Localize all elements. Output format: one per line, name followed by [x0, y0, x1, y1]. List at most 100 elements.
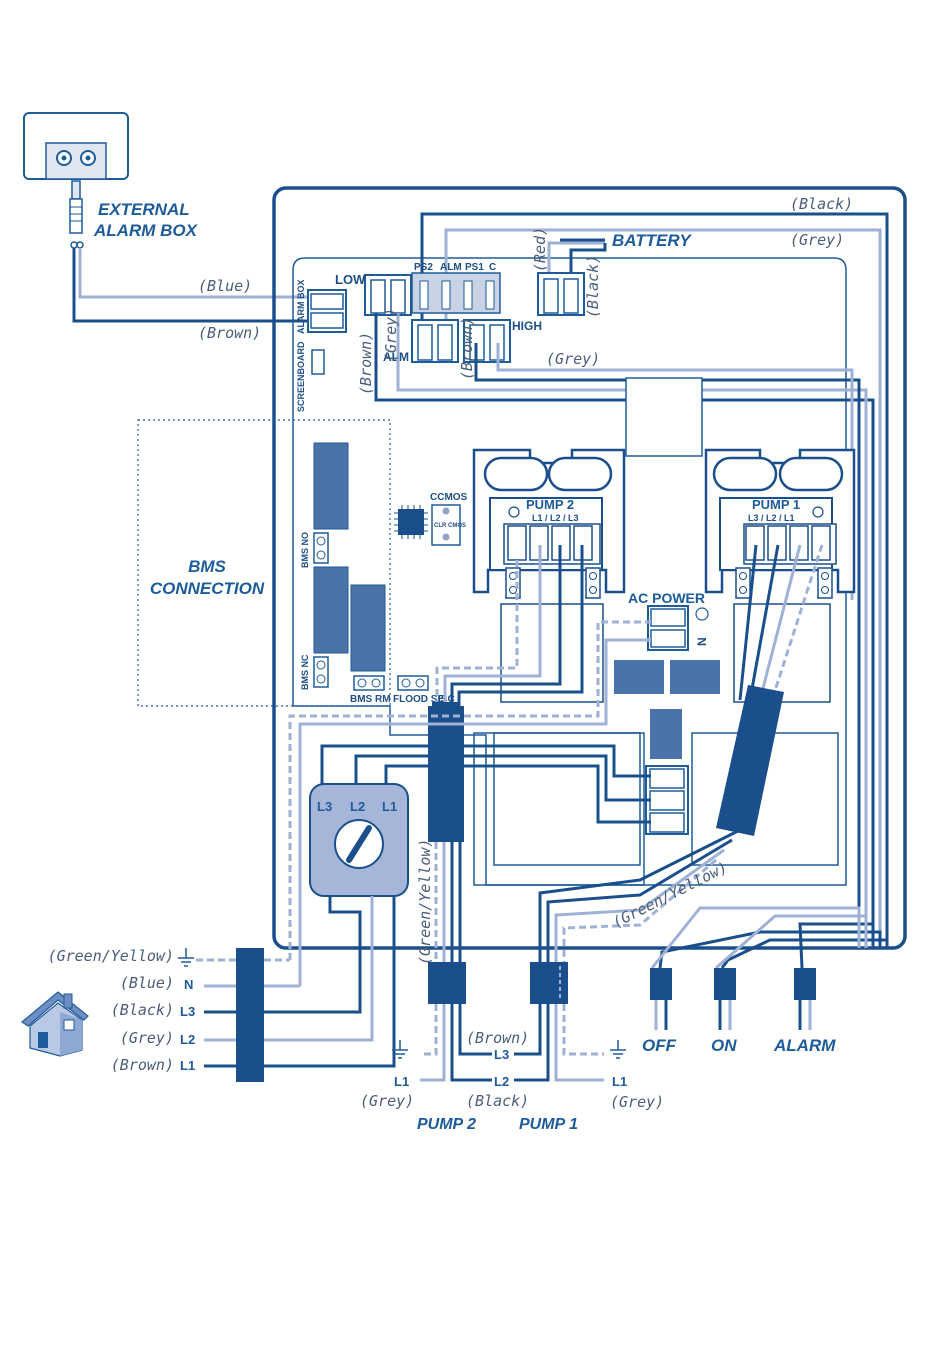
bms-rm-label: BMS RM — [350, 694, 391, 705]
off-connector — [650, 968, 672, 1030]
bms-nc-label: BMS NC — [300, 654, 310, 690]
relay-label-ps2: PS2 — [414, 262, 433, 273]
pump-brown-wire-label: (Brown) — [466, 1029, 529, 1047]
pump-l3-label: L3 — [494, 1047, 509, 1062]
pump1-bottom-label: PUMP 1 — [519, 1116, 578, 1133]
flood-se-label: FLOOD SE — [393, 694, 444, 705]
switch-l1-wire — [384, 764, 651, 824]
mains-l3-term: L3 — [180, 1004, 195, 1019]
bms-no-relay — [313, 442, 349, 530]
switch-l2-wire — [354, 754, 651, 802]
wire-black-top-label: (Black) — [790, 195, 853, 213]
ac-n-label: N — [695, 637, 709, 646]
bms-connection-area — [137, 419, 391, 707]
pcb-outline — [292, 257, 847, 886]
mains-terminal-block — [645, 765, 689, 835]
alarm-connector — [794, 968, 816, 1030]
pump2-contactor — [472, 448, 626, 703]
off-label: OFF — [642, 1036, 677, 1055]
pump2-label: PUMP 2 — [526, 497, 574, 512]
flood-se-terminal — [397, 675, 429, 691]
mains-l2-wire-label: (Grey) — [120, 1029, 174, 1047]
wire-brown-v2-label: (Brown) — [458, 317, 476, 380]
wire-black-battery-label: (Black) — [584, 255, 602, 318]
pump1-l1-label: L1 — [612, 1074, 627, 1089]
alarm-label: ALARM — [773, 1036, 836, 1055]
blue-alarm-wire — [78, 248, 310, 299]
ac-power-label: AC POWER — [628, 590, 705, 606]
screenboard-label: SCREENBOARD — [296, 341, 306, 412]
pump1-cable-l2 — [546, 838, 733, 1000]
pump2-bottom-label: PUMP 2 — [417, 1116, 476, 1133]
pump1-earth-wire — [770, 544, 824, 701]
mains-l2-wire — [264, 896, 374, 1042]
pump1-cable-gland — [716, 685, 784, 836]
pump2-l1-wire — [443, 545, 542, 720]
wire-grey-top-label: (Grey) — [790, 231, 844, 249]
relay-label-ps1: PS1 — [465, 262, 484, 273]
switch-l1-label: L1 — [382, 799, 397, 814]
bms-nc-relay — [313, 566, 349, 654]
mains-l1-wire — [264, 896, 396, 1068]
pump1-cable-l3 — [538, 828, 741, 1000]
wire-grey-high-label: (Grey) — [546, 350, 600, 368]
bms-rm-relay — [350, 584, 386, 672]
pump1-contactor — [704, 448, 856, 703]
mains-l1-wire-label: (Brown) — [111, 1056, 174, 1074]
earth-symbol-icon — [178, 948, 194, 967]
switch-l3-label: L3 — [317, 799, 332, 814]
pump-black-wire-label: (Black) — [466, 1092, 529, 1110]
on-label: ON — [711, 1036, 737, 1055]
mains-earth-internal — [288, 620, 651, 960]
mains-input-terminal — [236, 948, 264, 1082]
on-connector — [714, 968, 736, 1030]
alarm-box-tag: ALARM BOX — [296, 280, 306, 335]
fuse-block — [650, 709, 682, 759]
bms-connection-label-1: BMS — [188, 557, 226, 576]
transformer-block-1 — [614, 660, 664, 694]
external-alarm-box — [23, 112, 129, 249]
pump1-cable-l1 — [554, 848, 725, 1000]
pump1-l1-wire — [758, 544, 802, 701]
wire-brown-v-label: (Brown) — [357, 332, 375, 395]
house-icon — [20, 991, 89, 1057]
relay-label-c: C — [489, 262, 496, 273]
switch-l2-label: L2 — [350, 799, 365, 814]
pump1-phases-label: L3 / L2 / L1 — [748, 513, 795, 523]
switch-l3-wire — [320, 744, 651, 784]
pump2-earth-wire — [435, 560, 519, 720]
transformer-block-2 — [670, 660, 720, 694]
pump2-l1-label: L1 — [394, 1074, 409, 1089]
low-label: LOW — [335, 272, 366, 287]
pump1-output-terminal — [530, 962, 568, 1004]
alm-label: ALM — [383, 350, 409, 364]
mains-neutral-term: N — [184, 977, 193, 992]
pump1-earth-icon — [610, 1040, 626, 1059]
wire-grey-v-label: (Grey) — [382, 308, 400, 362]
mains-l2-term: L2 — [180, 1032, 195, 1047]
wire-brown-alarm-label: (Brown) — [198, 324, 261, 342]
mains-l1-term: L1 — [180, 1058, 195, 1073]
external-alarm-box-label-1: EXTERNAL — [98, 200, 190, 219]
wire-blue-alarm-label: (Blue) — [198, 277, 252, 295]
pump2-phases-label: L1 / L2 / L3 — [532, 513, 579, 523]
enclosure — [272, 186, 907, 950]
red-battery-wire — [547, 241, 605, 275]
bms-no-label: BMS NO — [300, 532, 310, 568]
external-alarm-box-label-2: ALARM BOX — [93, 221, 199, 240]
bms-rm-terminal — [353, 675, 385, 691]
mains-earth-wire-label: (Green/Yellow) — [48, 947, 174, 965]
pump2-grey-wire-label: (Grey) — [360, 1092, 414, 1110]
selector-switch[interactable] — [309, 783, 409, 897]
pump2-output-terminal — [428, 962, 466, 1004]
ac-power-terminal — [647, 605, 709, 651]
pump1-label: PUMP 1 — [752, 497, 800, 512]
brown-low-wire — [374, 313, 875, 948]
pump1-l2-wire — [748, 544, 780, 701]
pump1-l3-wire — [738, 544, 758, 701]
ccmos-jumper — [431, 504, 461, 546]
pump2-cable-gland — [428, 706, 464, 842]
mains-neutral-wire-label: (Blue) — [120, 974, 174, 992]
relay-label-alm: ALM — [440, 262, 462, 273]
